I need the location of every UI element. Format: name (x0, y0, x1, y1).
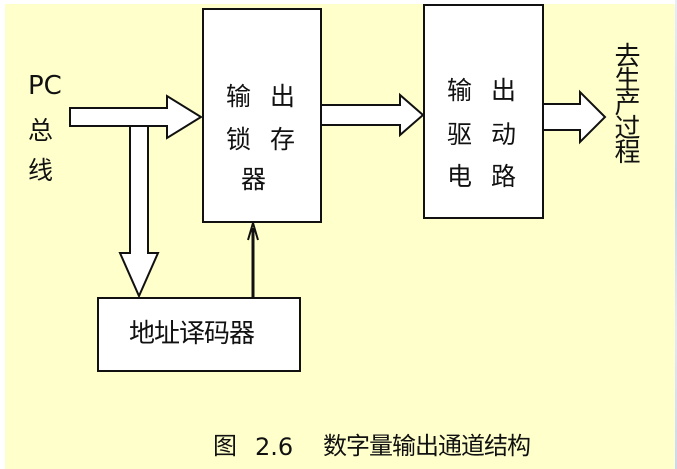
output-driver-box: 输 出 驱 动 电 路 (423, 4, 544, 219)
latch-char: 输 (226, 82, 252, 111)
address-decoder-box: 地址译码器 (97, 297, 301, 372)
bus-arrow-pc-to-latch (69, 94, 203, 140)
driver-char: 路 (491, 162, 517, 191)
diagram-background (5, 4, 676, 469)
driver-char: 出 (491, 76, 517, 105)
window-edge (675, 0, 677, 469)
driver-char: 输 (447, 76, 473, 105)
caption-number: 2.6 (255, 433, 294, 461)
driver-char: 动 (491, 120, 517, 149)
latch-char: 存 (270, 125, 296, 154)
decoder-label: 地址译码器 (129, 319, 255, 349)
pc-label: PC (28, 71, 62, 101)
driver-char: 驱 (447, 120, 473, 149)
driver-char: 电 (447, 162, 473, 191)
output-destination-label: 去生产过程 (610, 42, 640, 162)
caption-title: 数字量输出通道结构 (323, 432, 531, 460)
bus-arrow-driver-to-process (542, 89, 607, 145)
bus-label-char-2: 线 (28, 156, 54, 185)
bus-arrow-to-decoder (118, 125, 160, 299)
bus-arrow-latch-to-driver (320, 92, 425, 138)
select-arrowhead (247, 219, 259, 241)
latch-char: 器 (241, 165, 267, 194)
output-latch-box: 输 出 锁 存 器 (202, 8, 322, 223)
caption-prefix: 图 (213, 432, 237, 460)
latch-char: 出 (270, 82, 296, 111)
latch-char: 锁 (226, 125, 252, 154)
bus-label-char-1: 总 (28, 116, 54, 145)
